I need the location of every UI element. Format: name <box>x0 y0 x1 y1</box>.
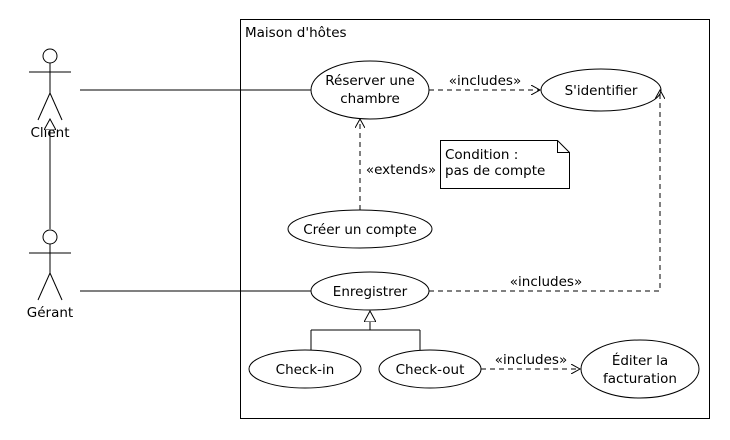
generalization-checkin-checkout-enregistrer <box>310 311 421 350</box>
extend-creer-reserver-label: «extends» <box>366 162 436 178</box>
usecase-enregistrer-label: Enregistrer <box>333 284 408 300</box>
include-checkout-editer-label: «includes» <box>495 352 567 368</box>
usecase-check-in[interactable] <box>248 349 362 389</box>
usecase-creer-compte-label: Créer un compte <box>303 222 417 238</box>
usecase-check-out-label: Check-out <box>396 362 465 378</box>
actor-gerant[interactable] <box>29 229 71 301</box>
usecase-reserver-label-2: chambre <box>340 91 400 107</box>
actor-client-head <box>42 48 58 64</box>
actor-gerant-label: Gérant <box>27 305 73 321</box>
condition-note-line-1: Condition : <box>445 147 518 163</box>
include-reserver-identifier-label: «includes» <box>449 73 521 89</box>
actor-client[interactable] <box>29 48 71 121</box>
condition-note-fold <box>557 140 570 153</box>
system-boundary <box>240 19 710 419</box>
usecase-reserver-chambre[interactable] <box>310 60 430 120</box>
usecase-editer-facturation[interactable] <box>580 339 700 399</box>
condition-note <box>440 140 570 189</box>
include-enregistrer-identifier-label: «includes» <box>510 274 582 290</box>
usecase-reserver-label-1: Réserver une <box>325 73 415 89</box>
usecase-check-in-label: Check-in <box>276 362 335 378</box>
system-title: Maison d'hôtes <box>245 25 347 41</box>
usecase-editer-label-1: Éditer la <box>612 352 668 369</box>
include-enregistrer-identifier <box>429 90 660 292</box>
usecase-identifier-label: S'identifier <box>565 83 638 99</box>
actor-gerant-head <box>42 229 58 245</box>
condition-note-line-2: pas de compte <box>445 163 545 179</box>
usecase-editer-label-2: facturation <box>603 371 677 387</box>
